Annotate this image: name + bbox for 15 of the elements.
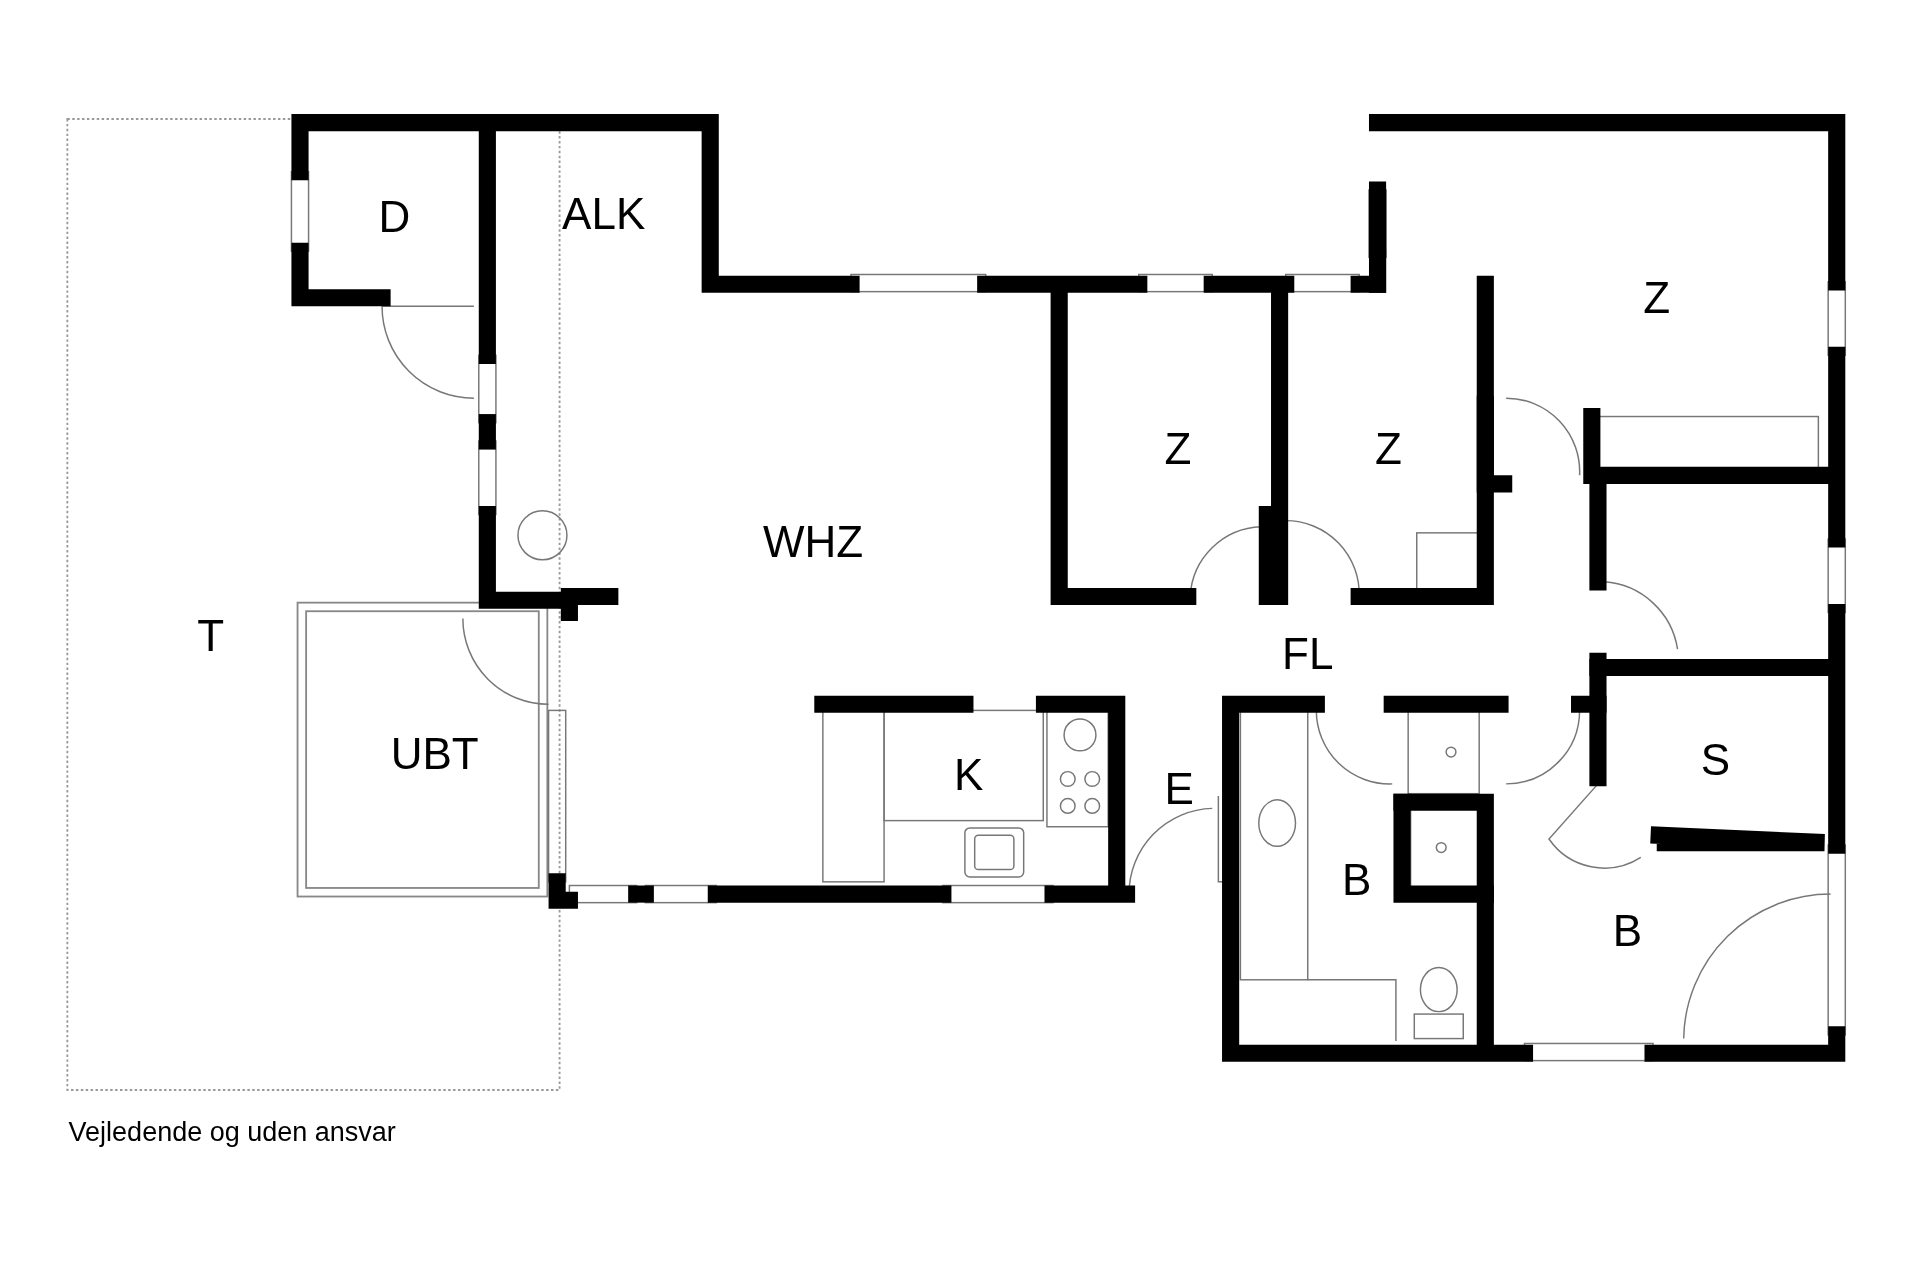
room-label: Z xyxy=(1643,275,1671,320)
disclaimer-note: Vejledende og uden ansvar xyxy=(68,1115,396,1149)
room-label: S xyxy=(1700,738,1731,783)
room-label: ALK xyxy=(562,192,646,237)
room-label: Z xyxy=(1375,427,1402,472)
room-label: B xyxy=(1342,858,1372,903)
room-label: FL xyxy=(1282,631,1334,676)
room-label: E xyxy=(1164,766,1194,811)
room-label: D xyxy=(378,194,411,239)
room-label: WHZ xyxy=(762,520,864,565)
room-label: UBT xyxy=(390,732,479,777)
room-label: Z xyxy=(1164,427,1192,472)
room-label: B xyxy=(1612,908,1642,953)
room-label: T xyxy=(197,613,225,658)
room-label: K xyxy=(953,753,984,798)
